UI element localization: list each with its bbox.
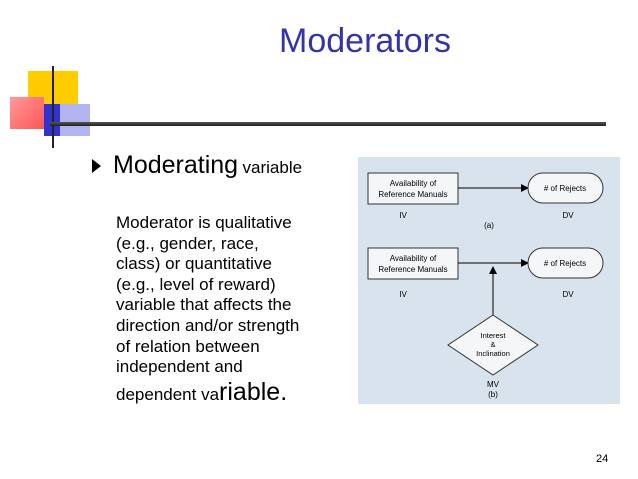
mv-label: MV [487,380,500,389]
bullet-item: Moderating variable [92,151,302,180]
page-title: Moderators [279,22,451,60]
moderator-diagram: Availability of Reference Manuals # of R… [358,157,620,404]
dv-box-a [527,172,604,204]
decorative-red-square [10,97,44,129]
iv-label-b: IV [399,290,407,299]
body-line: of relation between [116,336,260,356]
body-line: class) or quantitative [116,254,272,274]
bullet-term-suffix: variable [242,158,303,177]
iv-box-b-line1: Availability of [390,254,437,263]
body-line: direction and/or strength [116,315,300,335]
body-line: Moderator is qualitative [116,213,292,232]
bullet-arrow-icon [92,158,101,173]
iv-box-b-line2: Reference Manuals [378,265,447,274]
mv-line2: & [490,340,495,349]
body-line: (e.g., level of reward) [116,274,276,294]
caption-a: (a) [484,221,494,230]
body-line: independent and [116,357,243,377]
mv-diamond [447,314,539,376]
body-line: (e.g., gender, race, [116,233,259,253]
dv-box-a-label: # of Rejects [544,184,586,193]
body-paragraph: Moderator is qualitative (e.g., gender, … [116,213,356,405]
dv-label-a: DV [562,211,574,220]
iv-box-b [367,247,459,280]
body-last-big: riable. [219,377,288,406]
dv-box-b [527,247,604,279]
iv-box-a-line2: Reference Manuals [378,190,447,199]
iv-box-a [367,172,459,205]
body-line: variable that affects the [116,295,292,315]
body-last-small: dependent va [116,384,220,404]
body-line-last: dependent variable. [116,379,356,406]
caption-b: (b) [488,390,498,399]
page-number: 24 [596,453,609,465]
diagram-svg: Availability of Reference Manuals # of R… [367,172,604,399]
dv-label-b: DV [562,290,574,299]
title-divider [50,122,606,126]
bullet-term: Moderating [113,151,239,179]
mv-line3: Inclination [476,349,510,358]
mv-line1: Interest [480,331,506,340]
iv-box-a-line1: Availability of [390,179,437,188]
iv-label-a: IV [399,211,407,220]
dv-box-b-label: # of Rejects [544,259,586,268]
decorative-vertical-line [52,66,54,148]
